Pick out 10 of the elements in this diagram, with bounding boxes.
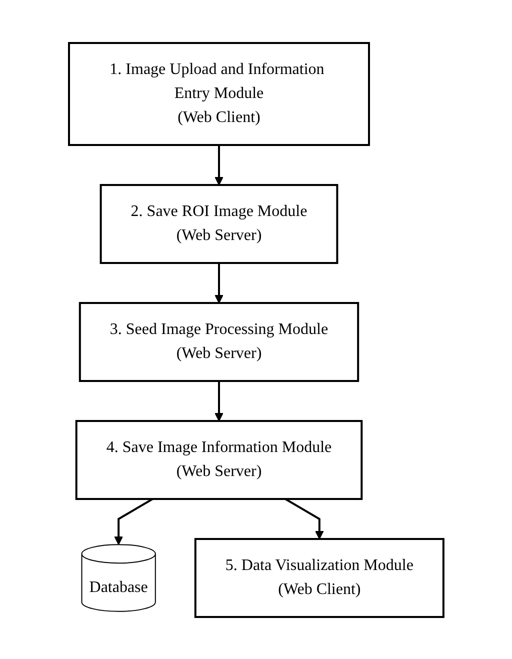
node-box: 4. Save Image Information Module (Web Server) [75,420,362,500]
node-box: 1. Image Upload and Information Entry Module (Web Client) [68,42,370,146]
arrow [214,262,224,303]
arrow [214,144,224,185]
node-box: 5. Data Visualization Module (Web Client) [194,537,444,618]
node-box: 2. Save ROI Image Module (Web Server) [100,184,338,264]
arrow [214,380,224,421]
arrow [114,498,153,544]
arrow [284,498,324,539]
node-box: 3. Seed Image Processing Module (Web Server) [78,302,359,382]
